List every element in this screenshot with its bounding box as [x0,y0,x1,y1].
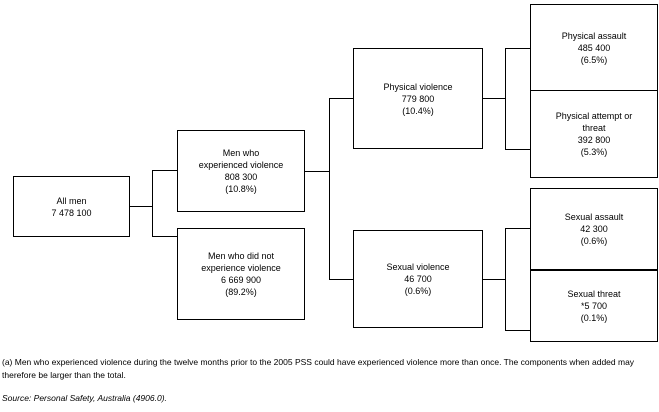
node-physical-attempt-threat-label1: Physical attempt or [555,111,633,121]
node-physical-attempt-threat[interactable]: Physical attempt or threat 392 800 (5.3%… [530,90,658,178]
node-physical-assault[interactable]: Physical assault 485 400 (6.5%) [530,4,658,92]
node-men-experienced-violence-value: 808 300 [224,172,258,182]
node-sexual-violence[interactable]: Sexual violence 46 700 (0.6%) [353,230,483,328]
connector-sexual-stub [483,279,506,280]
node-men-not-experienced-violence-percent: (89.2%) [225,287,257,297]
connector-allmen-stub [130,206,153,207]
node-sexual-assault-value: 42 300 [580,224,608,234]
node-men-not-experienced-violence-label2: experience violence [201,263,281,273]
node-sexual-threat-value: *5 700 [580,301,608,311]
node-men-experienced-violence[interactable]: Men who experienced violence 808 300 (10… [177,130,305,212]
connector-allmen-bracket [152,170,153,236]
connector-sexual-bracket [505,228,506,331]
connector-experienced-bracket [329,98,330,280]
connector-to-sexual-violence [329,279,354,280]
node-physical-attempt-threat-label2: threat [582,123,606,133]
node-physical-violence-percent: (10.4%) [402,105,434,116]
node-physical-assault-value: 485 400 [577,43,611,53]
connector-physical-stub [483,98,506,99]
node-men-experienced-violence-label1: Men who [222,148,260,158]
node-physical-assault-percent: (6.5%) [580,55,608,65]
node-physical-violence-value: 779 800 [401,93,435,104]
node-men-not-experienced-violence-label1: Men who did not [207,251,275,261]
connector-to-physical-assault [505,48,530,49]
node-all-men-value: 7 478 100 [51,207,92,218]
node-sexual-assault[interactable]: Sexual assault 42 300 (0.6%) [530,188,658,270]
node-men-experienced-violence-percent: (10.8%) [225,184,257,194]
source-line: Source: Personal Safety, Australia (4906… [2,393,167,403]
node-physical-attempt-threat-percent: (5.3%) [580,147,608,157]
connector-experienced-stub [305,171,330,172]
node-sexual-violence-value: 46 700 [404,274,432,284]
node-physical-violence-label: Physical violence [383,81,453,92]
node-physical-violence[interactable]: Physical violence 779 800 (10.4%) [353,48,483,149]
node-men-experienced-violence-label2: experienced violence [198,160,284,170]
connector-physical-bracket [505,48,506,150]
node-physical-attempt-threat-value: 392 800 [577,135,611,145]
node-all-men[interactable]: All men 7 478 100 [13,176,130,237]
connector-to-sexual-assault [505,228,530,229]
connector-to-physical-violence [329,98,354,99]
node-sexual-threat-label: Sexual threat [567,289,621,299]
footnote-a: (a) Men who experienced violence during … [2,357,635,380]
connector-to-not-experienced [152,236,177,237]
node-sexual-threat-percent: (0.1%) [580,313,608,323]
node-physical-assault-label: Physical assault [561,31,627,41]
node-men-not-experienced-violence-value: 6 669 900 [220,275,262,285]
node-sexual-violence-label: Sexual violence [386,262,450,272]
node-sexual-assault-percent: (0.6%) [580,236,608,246]
node-sexual-threat[interactable]: Sexual threat *5 700 (0.1%) [530,270,658,342]
node-all-men-label: All men [56,195,87,206]
connector-to-physical-attempt [505,149,530,150]
node-sexual-violence-percent: (0.6%) [404,286,432,296]
connector-to-sexual-threat [505,330,530,331]
node-men-not-experienced-violence[interactable]: Men who did not experience violence 6 66… [177,228,305,320]
node-sexual-assault-label: Sexual assault [564,212,624,222]
connector-to-experienced [152,170,177,171]
